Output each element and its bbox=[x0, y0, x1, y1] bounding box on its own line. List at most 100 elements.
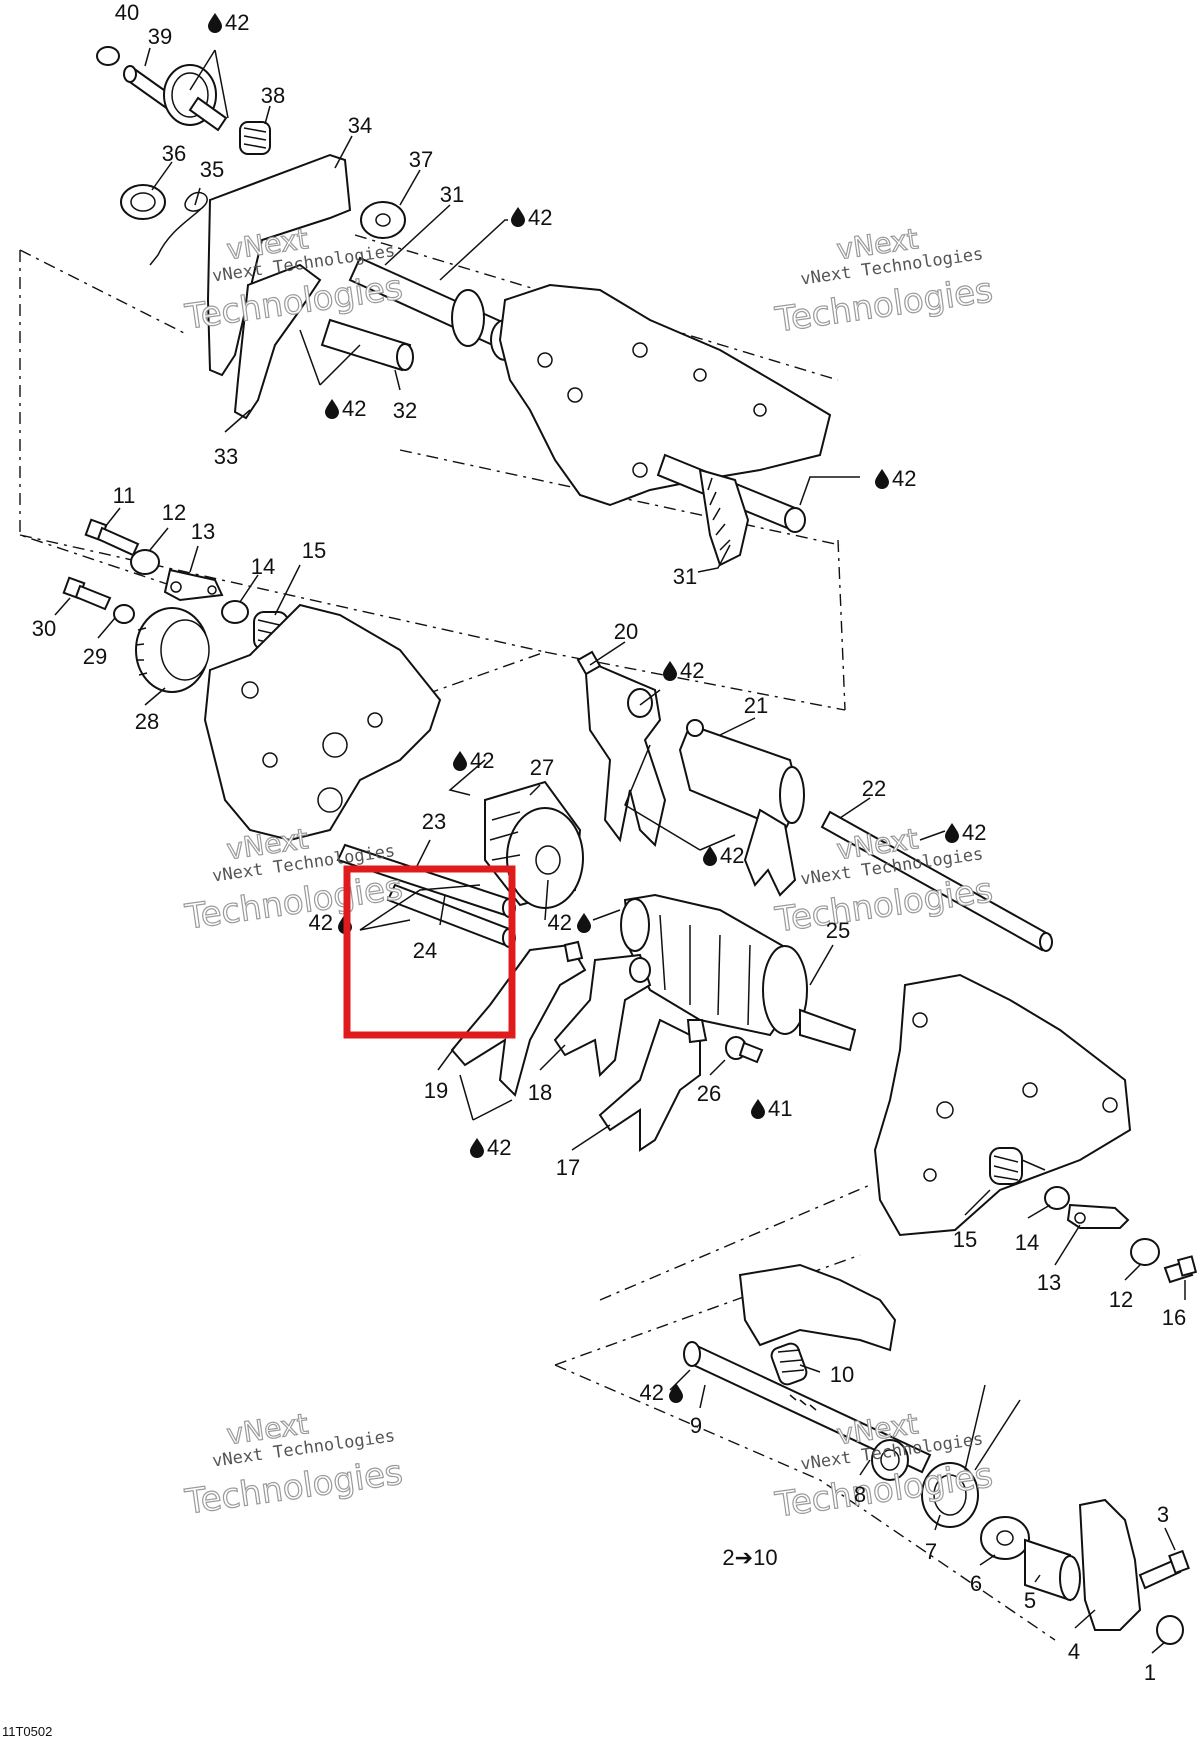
part-7-spring bbox=[921, 1384, 1021, 1528]
drop-icon bbox=[453, 751, 467, 771]
part-25-shift-drum bbox=[620, 893, 857, 1052]
middle-housing-holes bbox=[241, 681, 383, 813]
callout-5: 5 bbox=[1024, 1588, 1036, 1613]
callout-23: 23 bbox=[422, 809, 446, 834]
upper-housing bbox=[498, 283, 832, 507]
callout-39: 39 bbox=[148, 24, 172, 49]
part-39-shaft-gear bbox=[123, 64, 228, 132]
callout-1: 1 bbox=[1144, 1660, 1156, 1685]
lube-ref-42: 42 bbox=[487, 1135, 511, 1160]
callout-31-upper: 31 bbox=[440, 182, 464, 207]
right-housing bbox=[873, 973, 1132, 1237]
callout-35: 35 bbox=[200, 157, 224, 182]
callout-8: 8 bbox=[854, 1482, 866, 1507]
callout-16: 16 bbox=[1162, 1305, 1186, 1330]
lube-ref-42: 42 bbox=[962, 820, 986, 845]
callout-numbers: 40 39 38 34 36 35 37 31 32 33 31 11 12 1… bbox=[32, 0, 1186, 1685]
right-housing-holes bbox=[912, 1012, 1118, 1182]
bottom-assembly-parts bbox=[683, 1263, 1190, 1645]
callout-20: 20 bbox=[614, 619, 638, 644]
part-12-washer bbox=[130, 549, 160, 575]
part-13-lever-lower bbox=[1066, 1203, 1130, 1229]
part-34-plate bbox=[206, 153, 352, 377]
drop-icon bbox=[325, 399, 339, 419]
callout-31-lower: 31 bbox=[673, 564, 697, 589]
drop-icon bbox=[703, 846, 717, 866]
part-16-bolt bbox=[1163, 1255, 1198, 1284]
part-28-gear bbox=[135, 607, 210, 693]
callout-32: 32 bbox=[393, 398, 417, 423]
lube-ref-42: 42 bbox=[225, 10, 249, 35]
part-27-drum bbox=[484, 780, 584, 909]
callout-22: 22 bbox=[862, 776, 886, 801]
callout-7: 7 bbox=[925, 1539, 937, 1564]
callout-21: 21 bbox=[744, 693, 768, 718]
drop-icon bbox=[208, 13, 222, 33]
part-6-washer bbox=[980, 1516, 1030, 1560]
part-21-shaft-sleeve bbox=[678, 719, 805, 897]
part-30-bolt bbox=[62, 576, 112, 611]
callout-13-upper: 13 bbox=[191, 519, 215, 544]
callout-4: 4 bbox=[1068, 1639, 1080, 1664]
drop-icon bbox=[669, 1383, 683, 1403]
part-14-washer bbox=[221, 600, 249, 624]
callout-15-lower: 15 bbox=[953, 1227, 977, 1252]
leader-lines bbox=[54, 47, 1186, 1654]
lube-ref-42: 42 bbox=[470, 748, 494, 773]
callout-2-to-10: 2➔10 bbox=[722, 1545, 777, 1570]
lube-ref-42: 42 bbox=[342, 396, 366, 421]
callout-19: 19 bbox=[424, 1078, 448, 1103]
callout-10: 10 bbox=[830, 1362, 854, 1387]
part-13-lever bbox=[163, 568, 224, 602]
part-12-washer-lower bbox=[1130, 1238, 1160, 1266]
part-14-washer-lower bbox=[1044, 1186, 1070, 1210]
part-10-spring bbox=[770, 1342, 808, 1386]
part-3-bolt bbox=[1138, 1549, 1190, 1590]
part-8-seal bbox=[871, 1439, 909, 1481]
callout-12-lower: 12 bbox=[1109, 1287, 1133, 1312]
upper-housing-holes bbox=[537, 342, 767, 478]
drop-icon bbox=[470, 1138, 484, 1158]
part-36-bushing bbox=[120, 184, 166, 220]
part-33-lever bbox=[233, 263, 322, 420]
part-35-spring bbox=[149, 191, 208, 266]
lubricant-reference-numbers: 42 42 42 42 42 42 42 42 42 42 42 41 42 bbox=[225, 10, 986, 1405]
part-1-washer bbox=[1156, 1615, 1184, 1645]
part-22-rod bbox=[820, 810, 1053, 952]
part-19-fork bbox=[450, 940, 587, 1097]
highlight-box bbox=[343, 865, 516, 1039]
callout-26: 26 bbox=[697, 1081, 721, 1106]
part-5-bushing bbox=[1024, 1538, 1081, 1602]
drop-icon bbox=[751, 1099, 765, 1119]
callout-38: 38 bbox=[261, 83, 285, 108]
callout-33: 33 bbox=[214, 444, 238, 469]
middle-housing bbox=[203, 603, 442, 842]
callout-34: 34 bbox=[348, 113, 372, 138]
callout-3: 3 bbox=[1157, 1502, 1169, 1527]
callout-29: 29 bbox=[83, 644, 107, 669]
part-17-fork bbox=[598, 1018, 708, 1152]
callout-28: 28 bbox=[135, 709, 159, 734]
drop-icon bbox=[875, 469, 889, 489]
callout-13-lower: 13 bbox=[1037, 1270, 1061, 1295]
callout-14-upper: 14 bbox=[251, 554, 275, 579]
top-assembly-parts bbox=[96, 46, 832, 567]
callout-27: 27 bbox=[530, 755, 554, 780]
callout-15-upper: 15 bbox=[302, 538, 326, 563]
drop-icon bbox=[663, 661, 677, 681]
part-38-spring bbox=[239, 121, 271, 155]
drop-icon bbox=[945, 823, 959, 843]
callout-9: 9 bbox=[690, 1413, 702, 1438]
callout-36: 36 bbox=[162, 141, 186, 166]
callout-30: 30 bbox=[32, 616, 56, 641]
lube-ref-41: 41 bbox=[768, 1096, 792, 1121]
part-15-spring-lower bbox=[989, 1147, 1046, 1185]
watermark-middle-right: vNext vNext Technologies Technologies bbox=[772, 822, 996, 942]
callout-14-lower: 14 bbox=[1015, 1230, 1039, 1255]
part-37-washer bbox=[360, 201, 406, 239]
drawing-code: 11T0502 bbox=[2, 1724, 52, 1739]
shift-lever-plate bbox=[738, 1263, 897, 1352]
lube-ref-42: 42 bbox=[892, 466, 916, 491]
